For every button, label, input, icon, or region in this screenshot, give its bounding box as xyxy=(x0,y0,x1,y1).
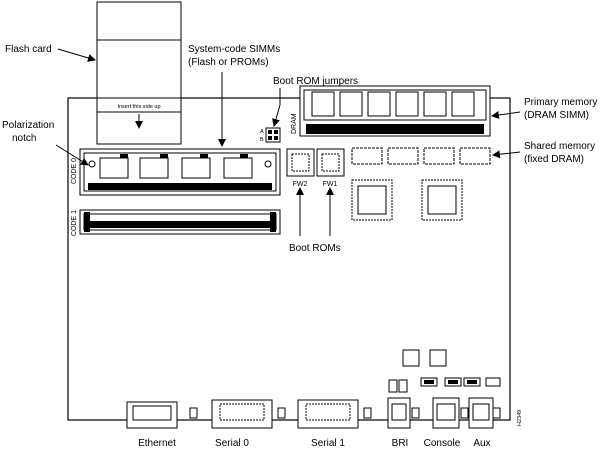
system-code-simms-label-1: System-code SIMMs xyxy=(188,44,280,55)
fw1-label: FW1 xyxy=(323,181,338,188)
shared-memory-label-1: Shared memory xyxy=(524,141,595,152)
boot-rom-fw1 xyxy=(316,148,345,177)
console-label: Console xyxy=(424,438,461,449)
boot-rom-fw2 xyxy=(286,148,315,177)
aux-label: Aux xyxy=(473,438,490,449)
bri-port xyxy=(387,397,420,429)
dram-simm xyxy=(299,85,491,137)
jumper-a-label: A xyxy=(260,129,264,135)
serial1-port xyxy=(297,399,372,429)
boot-rom-jumpers-label: Boot ROM jumpers xyxy=(273,76,358,87)
console-port xyxy=(432,397,469,429)
code0-simm-socket xyxy=(79,148,281,196)
code0-label: CODE 0 xyxy=(71,158,78,184)
misc-components xyxy=(388,349,501,393)
aux-port xyxy=(468,397,501,429)
polarization-notch-label-1: Polarization xyxy=(2,120,54,131)
polarization-notch-label-2: notch xyxy=(12,133,36,144)
boot-roms-label: Boot ROMs xyxy=(289,243,341,254)
processor-chips xyxy=(351,179,463,221)
dram-label: DRAM xyxy=(291,113,298,134)
jumper-b-label: B xyxy=(260,137,264,143)
fw2-label: FW2 xyxy=(293,181,308,188)
serial1-label: Serial 1 xyxy=(311,438,345,449)
boot-rom-jumpers xyxy=(265,127,281,143)
flash-card: Insert this side up xyxy=(96,1,182,145)
code1-simm-socket xyxy=(79,209,281,235)
shared-memory-label-2: (fixed DRAM) xyxy=(524,154,584,165)
primary-memory-label-1: Primary memory xyxy=(524,97,597,108)
bri-label: BRI xyxy=(392,438,409,449)
flash-card-label: Flash card xyxy=(5,44,52,55)
shared-dram-chips xyxy=(351,147,491,165)
system-code-simms-label-2: (Flash or PROMs) xyxy=(188,57,269,68)
ethernet-port xyxy=(126,401,198,429)
figure-id: H2349 xyxy=(517,410,523,426)
ethernet-label: Ethernet xyxy=(138,438,176,449)
primary-memory-label-2: (DRAM SIMM) xyxy=(524,110,589,121)
insert-side-up-label: Insert this side up xyxy=(117,104,160,110)
motherboard-outline xyxy=(67,97,511,421)
code1-label: CODE 1 xyxy=(71,210,78,236)
serial0-label: Serial 0 xyxy=(215,438,249,449)
serial0-port xyxy=(211,399,286,429)
